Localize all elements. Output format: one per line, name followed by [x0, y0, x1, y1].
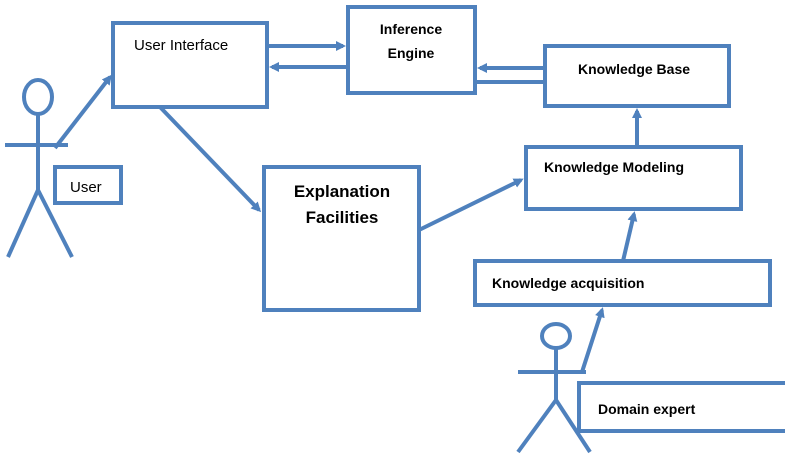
arrow-acquisition-to-modeling: [621, 211, 638, 262]
user-label-box: [53, 165, 123, 205]
user-interface-label: User Interface: [134, 37, 228, 54]
knowledge-base-label: Knowledge Base: [578, 61, 690, 77]
arrow-user-to-ui: [53, 74, 112, 150]
arrow-expert-to-acquisition: [580, 307, 605, 373]
explanation-facilities-box: [262, 165, 421, 312]
knowledge-base-box: [543, 44, 731, 108]
arrow-ui-to-explanation: [158, 105, 262, 213]
knowledge-acquisition-label: Knowledge acquisition: [492, 275, 644, 291]
user-interface-box: [111, 21, 269, 109]
inference-engine-label-line2: Engine: [388, 45, 435, 61]
knowledge-modeling-label: Knowledge Modeling: [544, 159, 684, 175]
knowledge-acquisition-box: [473, 259, 772, 307]
explanation-facilities-label-line1: Explanation: [294, 182, 390, 201]
domain-expert-label: Domain expert: [598, 401, 696, 417]
knowledge-modeling-box: [524, 145, 743, 211]
domain-expert-label-box: [577, 381, 785, 433]
domain-expert-actor-icon: [516, 322, 592, 454]
explanation-facilities-label-line2: Facilities: [306, 208, 379, 227]
user-label: User: [70, 179, 102, 196]
inference-engine-box: [346, 5, 477, 95]
arrow-explanation-to-modeling: [418, 178, 524, 232]
inference-engine-label-line1: Inference: [380, 21, 442, 37]
user-actor-icon: [5, 78, 74, 258]
